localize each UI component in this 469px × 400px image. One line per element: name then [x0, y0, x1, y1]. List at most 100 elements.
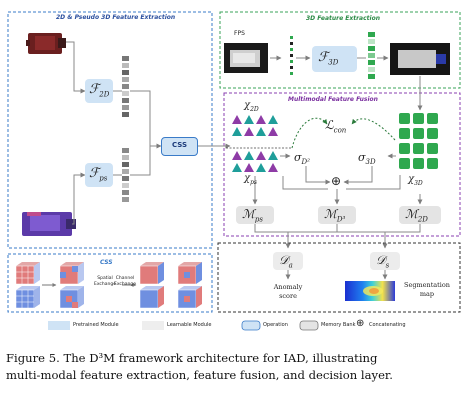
triangle-grid-ps [232, 151, 278, 172]
point-cloud-dots [290, 36, 293, 75]
panel-fusion-border [223, 92, 461, 237]
figure-caption: Figure 5. The D³M framework architecture… [6, 350, 466, 384]
fps-label: ℱps [89, 166, 107, 183]
chi3d-symbol: χ [408, 174, 415, 185]
legend-pretrained-swatch [48, 321, 70, 330]
f3d-subscript: 3D [328, 58, 339, 67]
channel-exchange-line2: Exchange [114, 282, 136, 287]
caption-line-2: multi-modal feature extraction, feature … [6, 368, 393, 382]
f3d-module [312, 46, 357, 72]
lcon-symbol: ℒ [325, 118, 334, 132]
pseudo-3d-image [22, 212, 76, 236]
legend-memory-label: Memory Bank [321, 322, 356, 328]
panel-css-border [7, 253, 213, 313]
ds-subscript: s [385, 261, 390, 270]
anomaly-score-line2: score [279, 292, 297, 300]
legend-concat-label: Concatenating [369, 322, 406, 328]
da-label: 𝒟a [279, 253, 293, 269]
legend-learnable-swatch [142, 321, 164, 330]
chips-symbol: χ [244, 173, 251, 184]
panel-title-fusion: Multimodal Feature Fusion [288, 96, 378, 103]
m2d-subscript: 2D [417, 215, 428, 224]
chips-label: χps [244, 173, 257, 186]
md3-label: ℳD³ [324, 207, 345, 223]
decision-ds [370, 252, 400, 270]
point-cloud-image-1 [224, 43, 268, 73]
css-operation [161, 137, 198, 156]
memory-bank-2d [399, 206, 441, 224]
point-cloud-image-2 [390, 43, 450, 75]
legend-pretrained-label: Pretrained Module [73, 322, 119, 328]
caption-line-1: Figure 5. The D³M framework architecture… [6, 351, 378, 365]
spatial-exchange-line2: Exchange [94, 282, 116, 287]
md3-subscript: D³ [336, 215, 346, 224]
sigma-d2-label: σD² [294, 151, 310, 166]
css-cube-4 [59, 286, 84, 309]
mps-symbol: ℳ [242, 207, 255, 221]
mps-subscript: ps [254, 215, 263, 224]
chi3d-label: χ3D [408, 174, 423, 187]
segmentation-heatmap [345, 281, 395, 301]
f2d-module [85, 79, 113, 103]
css-cube-6 [139, 286, 164, 309]
legend-learnable-label: Learnable Module [167, 322, 212, 328]
channel-exchange-line1: Channel [115, 276, 135, 281]
css-cube-7 [177, 262, 202, 285]
architecture-diagram [7, 11, 461, 331]
fps-text: FPS [234, 30, 245, 37]
feature-tokens-2d [122, 56, 129, 117]
lcon-subscript: con [333, 126, 347, 135]
chips-subscript: ps [250, 179, 257, 186]
css-cube-3 [59, 262, 84, 285]
m2d-symbol: ℳ [405, 207, 418, 221]
ds-symbol: 𝒟 [376, 253, 386, 267]
anomaly-score-line1: Anomaly [273, 283, 303, 291]
panel-title-css: CSS [100, 259, 113, 266]
fps-subscript: ps [99, 174, 108, 183]
concat-operator: ⊕ [331, 174, 342, 188]
fps-module [85, 163, 113, 187]
m2d-label: ℳ2D [405, 207, 428, 223]
panel-3d-border [219, 11, 461, 89]
mps-label: ℳps [242, 207, 263, 223]
f2d-symbol: ℱ [89, 82, 100, 97]
sigma-3d-subscript: 3D [365, 158, 376, 167]
md3-symbol: ℳ [324, 207, 337, 221]
memory-bank-d3 [318, 206, 356, 224]
spatial-exchange-line1: Spatial [97, 276, 113, 281]
f2d-subscript: 2D [99, 90, 110, 99]
legend-operation-swatch [241, 320, 261, 331]
f3d-symbol: ℱ [318, 50, 329, 65]
panel-title-3d: 3D Feature Extraction [306, 15, 380, 22]
chi2d-label: χ2D [244, 100, 259, 113]
panel-decision-border [217, 242, 461, 313]
segmentation-map-line2: map [419, 290, 435, 298]
da-symbol: 𝒟 [279, 253, 289, 267]
sigma-d2-symbol: σ [294, 151, 302, 164]
chi3d-subscript: 3D [414, 180, 423, 187]
css-cube-2 [15, 286, 40, 309]
legend-operation-label: Operation [263, 322, 288, 328]
feature-tokens-ps [122, 148, 129, 202]
css-cube-8 [177, 286, 202, 309]
decision-da [273, 252, 303, 270]
feature-tokens-3d [368, 32, 375, 79]
sigma-3d-symbol: σ [358, 151, 366, 164]
lcon-label: ℒcon [325, 118, 346, 134]
panel-2d-pseudo3d-border [7, 11, 213, 249]
da-subscript: a [288, 261, 293, 270]
memory-bank-ps [236, 206, 274, 224]
sigma-d2-subscript: D² [301, 158, 310, 167]
green-square-grid-3d [399, 113, 438, 169]
f3d-label: ℱ3D [318, 50, 338, 67]
css-cube-5 [139, 262, 164, 285]
legend-memory-swatch [299, 320, 319, 331]
segmentation-map-line1: Segmentation [404, 281, 450, 289]
panel-title-2d-pseudo3d: 2D & Pseudo 3D Feature Extraction [56, 14, 176, 21]
rgb-image-2d [26, 33, 66, 54]
chi2d-subscript: 2D [250, 106, 259, 113]
css-cube-1 [15, 262, 40, 285]
chi2d-symbol: χ [244, 100, 251, 111]
sigma-3d-label: σ3D [358, 151, 376, 166]
f2d-label: ℱ2D [89, 82, 109, 99]
